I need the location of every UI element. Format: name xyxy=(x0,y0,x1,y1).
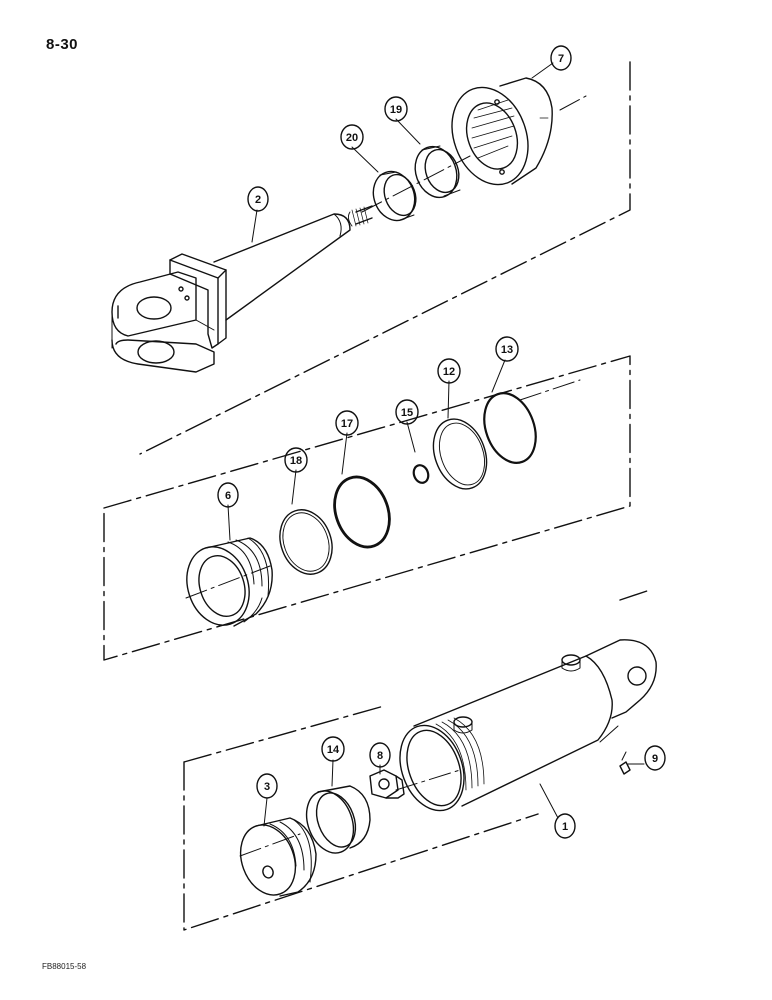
svg-text:14: 14 xyxy=(327,744,340,756)
callout-15: 15 xyxy=(395,399,419,425)
wiper-ring xyxy=(414,145,461,199)
svg-text:15: 15 xyxy=(401,407,413,419)
callout-19: 19 xyxy=(384,96,408,122)
svg-text:17: 17 xyxy=(341,418,353,430)
o-ring-large xyxy=(333,475,391,549)
callout-13: 13 xyxy=(495,336,519,362)
figure-code: FB88015-58 xyxy=(42,962,87,971)
callout-17: 17 xyxy=(335,410,359,436)
centerline xyxy=(185,379,581,599)
grease-fitting xyxy=(619,751,631,775)
callout-14: 14 xyxy=(321,736,345,762)
o-ring-small xyxy=(412,464,430,484)
centerline xyxy=(239,769,461,857)
callout-12: 12 xyxy=(437,358,461,384)
cylinder-barrel xyxy=(399,639,657,812)
page-number: 8-30 xyxy=(46,36,79,53)
svg-text:2: 2 xyxy=(255,194,261,206)
svg-text:18: 18 xyxy=(290,455,302,467)
svg-text:8: 8 xyxy=(377,750,383,762)
gland-housing xyxy=(186,537,273,627)
gland-nut xyxy=(451,77,553,186)
callout-20: 20 xyxy=(340,124,364,150)
svg-text:12: 12 xyxy=(443,366,455,378)
piston-ring xyxy=(432,418,488,490)
svg-text:7: 7 xyxy=(558,53,564,65)
lock-nut xyxy=(369,769,405,799)
rod-assembly-group xyxy=(117,61,631,455)
callout-leaders xyxy=(227,62,645,827)
backup-ring xyxy=(279,509,333,575)
callout-7: 7 xyxy=(550,45,572,71)
callout-18: 18 xyxy=(284,447,308,473)
group-boundary xyxy=(183,589,651,931)
callout-9: 9 xyxy=(644,745,666,771)
piston-seals-group xyxy=(103,355,631,661)
callout-3: 3 xyxy=(256,773,278,799)
group-boundary xyxy=(117,61,631,455)
svg-text:13: 13 xyxy=(501,344,513,356)
svg-text:3: 3 xyxy=(264,781,270,793)
piston-rod xyxy=(111,205,373,373)
callout-1: 1 xyxy=(554,813,576,839)
centerline xyxy=(361,95,587,213)
piston xyxy=(239,817,317,897)
callout-8: 8 xyxy=(369,742,391,768)
svg-text:6: 6 xyxy=(225,490,231,502)
wear-ring xyxy=(305,785,371,854)
svg-text:9: 9 xyxy=(652,753,658,765)
callout-6: 6 xyxy=(217,482,239,508)
callout-2: 2 xyxy=(247,186,269,212)
svg-text:19: 19 xyxy=(390,104,402,116)
rod-seal-ring xyxy=(372,170,417,222)
o-ring-piston xyxy=(483,392,537,464)
group-boundary xyxy=(103,355,631,661)
barrel-group xyxy=(183,589,651,931)
svg-text:1: 1 xyxy=(562,821,568,833)
svg-text:20: 20 xyxy=(346,132,358,144)
